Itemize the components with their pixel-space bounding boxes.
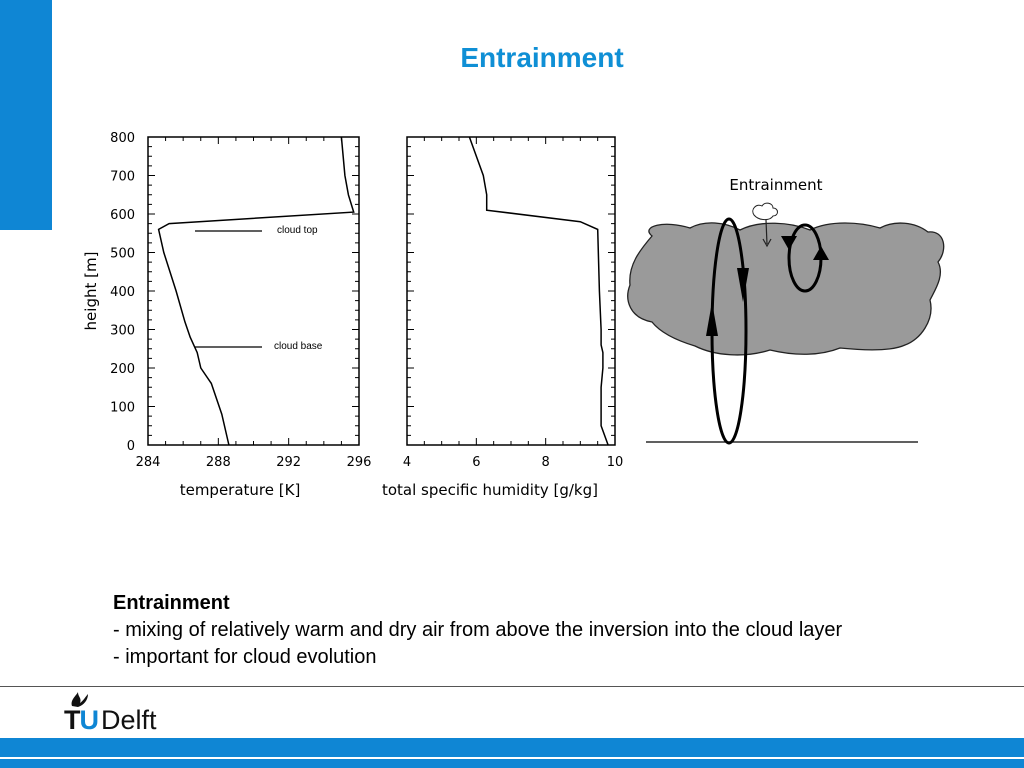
tu-delft-logo: TU Delft — [64, 690, 174, 736]
y-axis-label: height [m] — [82, 252, 100, 331]
cloud-puff-icon — [752, 202, 778, 221]
loop-arrow-down — [737, 268, 749, 302]
y-tick-label: 300 — [110, 324, 135, 339]
slide-title: Entrainment — [460, 42, 624, 73]
y-tick-label: 100 — [110, 401, 135, 416]
x-tick-label: 4 — [403, 455, 411, 470]
x-tick-label: 292 — [276, 455, 301, 470]
flame-icon — [71, 692, 88, 707]
y-tick-label: 200 — [110, 362, 135, 377]
y-tick-label: 400 — [110, 285, 135, 300]
logo-tu-text: TU — [64, 705, 99, 736]
bullet-mixing: - mixing of relatively warm and dry air … — [113, 619, 843, 641]
x-tick-label: 6 — [472, 455, 480, 470]
humidity-profile-line — [468, 136, 609, 446]
temperature-chart: 284 288 292 296 0 100 200 300 400 500 600 700 800 cl… — [82, 131, 371, 499]
x-tick-label: 288 — [206, 455, 231, 470]
entrainment-diagram: Entrainment — [627, 176, 945, 445]
body-heading: Entrainment — [113, 592, 230, 614]
cloud-shape — [627, 222, 945, 356]
cloud-base-label: cloud base — [274, 341, 323, 352]
y-tick-label: 700 — [110, 170, 135, 185]
small-loop-arrow-down — [781, 236, 797, 250]
footer-band — [0, 738, 1024, 768]
x-axis-label-humidity: total specific humidity [g/kg] — [382, 481, 598, 499]
entrainment-arrowhead — [762, 238, 772, 248]
x-tick-label: 296 — [347, 455, 372, 470]
loop-arrow-up — [706, 302, 718, 336]
y-tick-label: 500 — [110, 247, 135, 262]
y-tick-label: 600 — [110, 208, 135, 223]
temperature-profile-line — [157, 136, 355, 446]
entrainment-diagram-label: Entrainment — [729, 176, 822, 194]
logo-delft-text: Delft — [101, 705, 157, 735]
cloud-top-label: cloud top — [277, 225, 318, 236]
x-tick-label: 10 — [607, 455, 624, 470]
x-tick-label: 284 — [136, 455, 161, 470]
y-tick-label: 800 — [110, 131, 135, 146]
humidity-chart: 4 6 8 10 total specific humidity [g/kg] — [382, 136, 624, 499]
charts-figure: 284 288 292 296 0 100 200 300 400 500 600 700 800 cl… — [82, 131, 945, 499]
body-text-block: Entrainment - mixing of relatively warm … — [113, 590, 842, 671]
x-axis-label-temperature: temperature [K] — [180, 481, 301, 499]
footer-divider — [0, 686, 1024, 687]
left-accent-bar — [0, 0, 52, 230]
small-loop-arrow-up — [813, 246, 829, 260]
logo-tu: TU — [64, 705, 99, 735]
entrainment-down-arrow — [765, 219, 768, 245]
x-tick-label: 8 — [542, 455, 550, 470]
bullet-evolution: - important for cloud evolution — [113, 646, 377, 668]
y-tick-label: 0 — [127, 439, 135, 454]
footer-stripe — [0, 757, 1024, 759]
